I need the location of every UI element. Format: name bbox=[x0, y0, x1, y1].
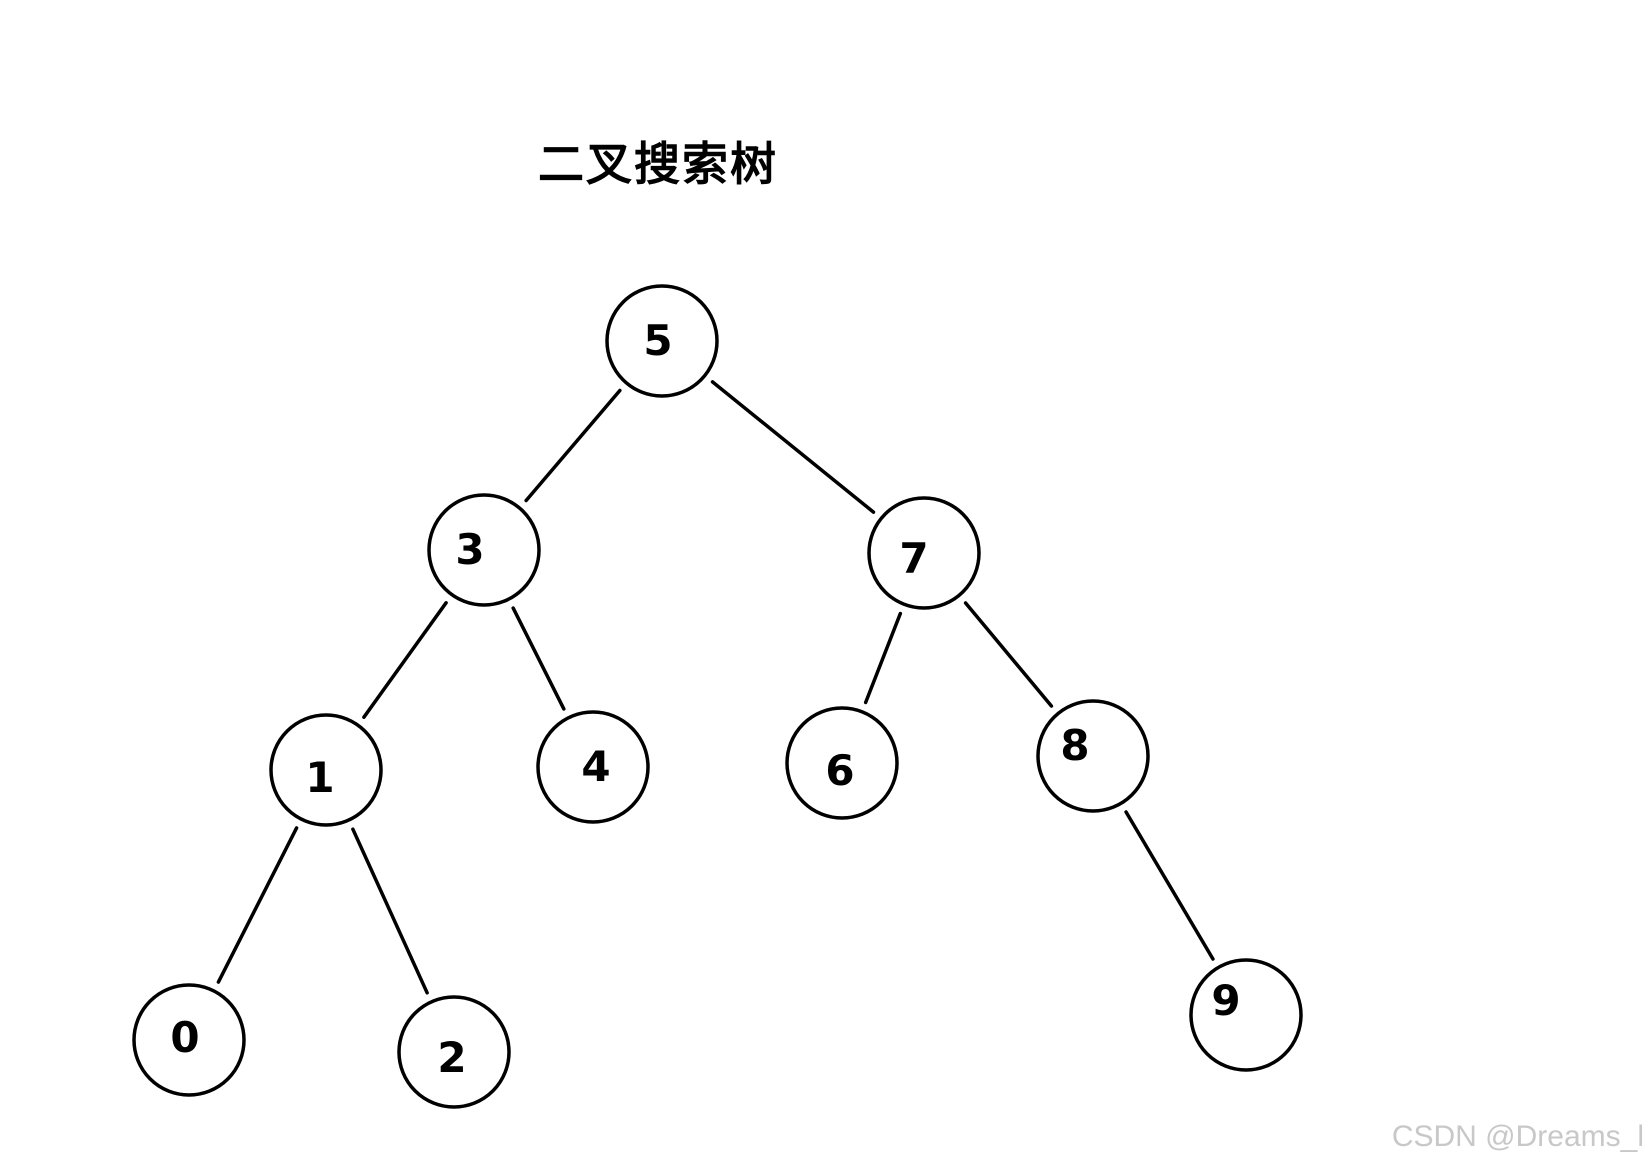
edge-n1-n0 bbox=[216, 826, 299, 984]
tree-node-6: 6 bbox=[785, 706, 899, 820]
tree-node-3: 3 bbox=[427, 493, 541, 607]
node-label: 9 bbox=[1211, 976, 1240, 1025]
node-circle bbox=[867, 496, 981, 610]
watermark: CSDN @Dreams_l bbox=[1391, 1120, 1644, 1153]
node-circle bbox=[397, 995, 511, 1109]
diagram-title: 二叉搜索树 bbox=[538, 137, 778, 191]
node-circle bbox=[605, 284, 719, 398]
node-label: 3 bbox=[455, 525, 484, 574]
node-label: 5 bbox=[643, 316, 672, 365]
node-layer: 5 3 7 1 4 6 8 0 2 9 bbox=[132, 284, 1303, 1109]
node-circle bbox=[1036, 699, 1150, 813]
node-label: 2 bbox=[437, 1033, 466, 1082]
tree-node-1: 1 bbox=[269, 713, 383, 827]
node-circle bbox=[132, 983, 246, 1097]
tree-node-2: 2 bbox=[397, 995, 511, 1109]
node-label: 1 bbox=[305, 753, 334, 802]
node-label: 8 bbox=[1060, 721, 1089, 770]
tree-node-8: 8 bbox=[1036, 699, 1150, 813]
edge-n3-n1 bbox=[362, 601, 448, 719]
tree-node-7: 7 bbox=[867, 496, 981, 610]
edge-n7-n6 bbox=[863, 611, 903, 705]
edge-n7-n8 bbox=[963, 601, 1054, 708]
node-label: 7 bbox=[899, 534, 928, 583]
tree-node-0: 0 bbox=[132, 983, 246, 1097]
edge-layer bbox=[216, 380, 1215, 995]
tree-node-5: 5 bbox=[605, 284, 719, 398]
node-circle bbox=[785, 706, 899, 820]
node-circle bbox=[269, 713, 383, 827]
tree-node-9: 9 bbox=[1189, 958, 1303, 1072]
edge-n3-n4 bbox=[511, 606, 566, 711]
node-label: 4 bbox=[581, 742, 610, 791]
edge-n5-n7 bbox=[710, 380, 876, 514]
node-label: 0 bbox=[170, 1013, 199, 1062]
edge-n8-n9 bbox=[1124, 810, 1215, 961]
edge-n1-n2 bbox=[351, 827, 429, 995]
tree-node-4: 4 bbox=[536, 710, 650, 824]
node-label: 6 bbox=[825, 746, 854, 795]
node-circle bbox=[536, 710, 650, 824]
edge-n5-n3 bbox=[524, 388, 622, 503]
node-circle bbox=[1189, 958, 1303, 1072]
node-circle bbox=[427, 493, 541, 607]
